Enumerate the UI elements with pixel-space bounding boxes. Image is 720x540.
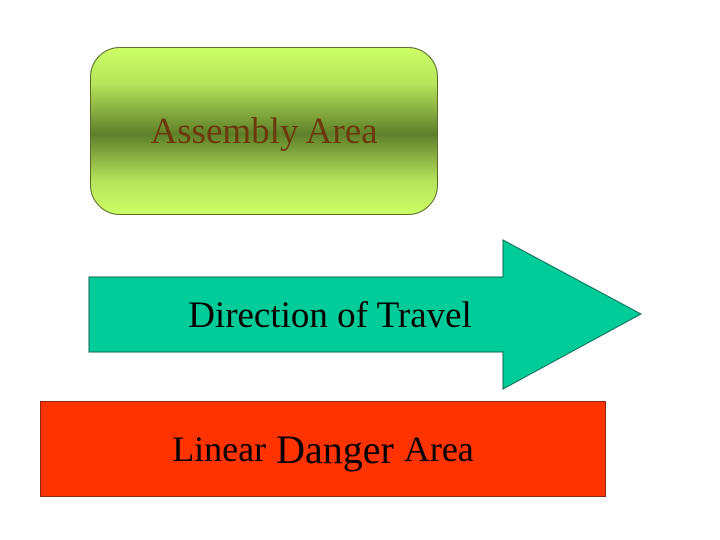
direction-of-travel-label: Direction of Travel: [188, 294, 472, 336]
danger-word-linear: Linear: [172, 429, 267, 469]
danger-word-danger: Danger: [276, 426, 394, 472]
linear-danger-area-box: Linear Danger Area: [40, 401, 606, 497]
danger-word-area: Area: [403, 429, 474, 469]
assembly-area-label: Assembly Area: [150, 110, 378, 152]
assembly-area-box: Assembly Area: [90, 47, 438, 215]
